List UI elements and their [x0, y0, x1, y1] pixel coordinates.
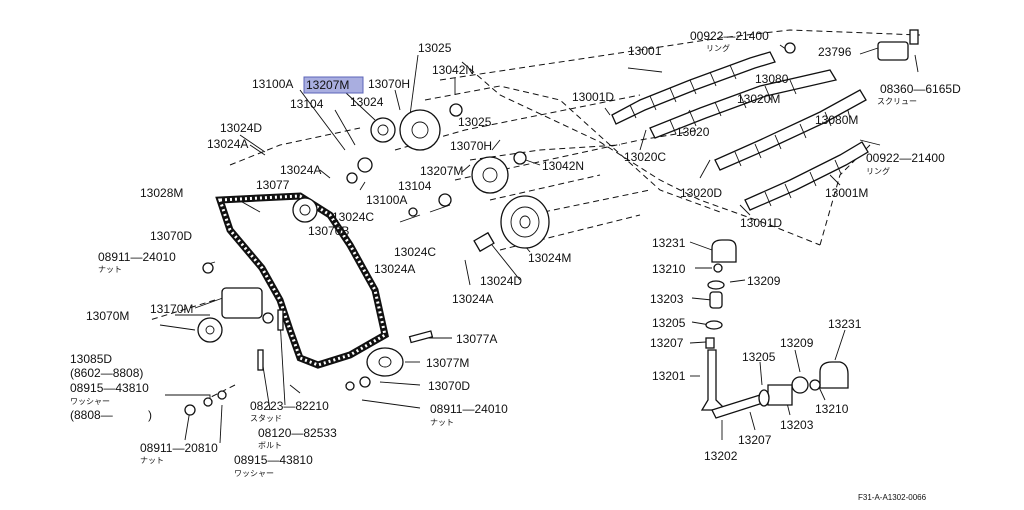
label-date-range-2: (8808—	[70, 408, 113, 422]
label-stud: スタッド	[250, 414, 282, 423]
label-13001m: 13001M	[825, 186, 868, 200]
label-13024a-d: 13024A	[452, 292, 493, 306]
label-13100a-a: 13100A	[252, 77, 293, 91]
label-13201: 13201	[652, 369, 686, 383]
label-13077a: 13077A	[456, 332, 497, 346]
label-13104-a: 13104	[290, 97, 324, 111]
label-08911-24010-a: 08911—24010	[98, 250, 176, 264]
label-13210-b: 13210	[815, 402, 849, 416]
camshaft-1	[611, 51, 776, 125]
label-08911-20810: 08911—20810	[140, 441, 218, 455]
label-08911-24010-b: 08911—24010	[430, 402, 508, 416]
label-13207-a: 13207	[650, 336, 684, 350]
label-nut-c: ナット	[140, 456, 164, 465]
label-screw: スクリュー	[877, 97, 917, 106]
label-13077m: 13077M	[426, 356, 469, 370]
label-13085d: 13085D	[70, 352, 112, 366]
label-washer-b: ワッシャー	[234, 469, 274, 478]
label-13020: 13020	[676, 125, 710, 139]
label-13024a-b: 13024A	[280, 163, 321, 177]
label-13024d-b: 13024D	[480, 274, 522, 288]
label-13028m: 13028M	[140, 186, 183, 200]
footer-code: F31-A-A1302-0066	[858, 493, 927, 502]
label-13001d-a: 13001D	[572, 90, 614, 104]
pulley-group-middle	[292, 151, 527, 223]
label-ring-b: リング	[866, 166, 890, 176]
label-nut-a: ナット	[98, 265, 122, 274]
cam-pulley-lower	[473, 195, 550, 253]
valve-train-left	[700, 239, 768, 419]
label-13001d-b: 13001D	[740, 216, 782, 230]
label-13203-a: 13203	[650, 292, 684, 306]
label-13020d: 13020D	[680, 186, 722, 200]
label-13209-a: 13209	[747, 274, 781, 288]
label-08360-6165d: 08360—6165D	[880, 82, 961, 96]
label-13020m: 13020M	[737, 92, 780, 106]
label-13001: 13001	[628, 44, 662, 58]
label-13070h-a: 13070H	[368, 77, 410, 91]
label-13024c-b: 13024C	[394, 245, 436, 259]
label-13100a-b: 13100A	[366, 193, 407, 207]
label-13210-a: 13210	[652, 262, 686, 276]
label-washer-a: ワッシャー	[70, 397, 110, 406]
label-13025-a: 13025	[418, 41, 452, 55]
label-00922-21400-a: 00922—21400	[690, 29, 769, 43]
camshaft-4	[744, 141, 869, 211]
label-ring-a: リング	[706, 43, 730, 53]
label-date-range-1: (8602—8808)	[70, 366, 143, 380]
label-13104-b: 13104	[398, 179, 432, 193]
cam-angle-sensor	[784, 29, 919, 61]
camshaft-3	[714, 89, 867, 171]
label-13070h-b: 13070H	[450, 139, 492, 153]
label-08223-82210: 08223—82210	[250, 399, 329, 413]
label-13024c-a: 13024C	[332, 210, 374, 224]
label-13231-a: 13231	[652, 236, 686, 250]
label-13070d-b: 13070D	[428, 379, 470, 393]
label-13024a-c: 13024A	[374, 262, 415, 276]
label-13042n-a: 13042N	[432, 63, 474, 77]
label-13207-b: 13207	[738, 433, 772, 447]
highlight-box	[303, 76, 364, 94]
label-08120-82533: 08120—82533	[258, 426, 337, 440]
label-13080: 13080	[755, 72, 789, 86]
label-13207m-b: 13207M	[420, 164, 463, 178]
timing-belt	[215, 192, 389, 369]
label-00922-21400-b: 00922—21400	[866, 151, 945, 165]
label-13205-b: 13205	[742, 350, 776, 364]
label-13025-b: 13025	[458, 115, 492, 129]
pulley-group-upper	[346, 103, 463, 184]
label-13170m: 13170M	[150, 302, 193, 316]
label-13024d-a: 13024D	[220, 121, 262, 135]
label-13024a-a: 13024A	[207, 137, 248, 151]
label-date-range-2-close: )	[148, 408, 152, 422]
label-13209-b: 13209	[780, 336, 814, 350]
label-08915-43810-b: 08915—43810	[234, 453, 313, 467]
label-13205-a: 13205	[652, 316, 686, 330]
label-13024: 13024	[350, 95, 384, 109]
label-bolt: ボルト	[258, 441, 282, 450]
label-13231-b: 13231	[828, 317, 862, 331]
label-13080m: 13080M	[815, 113, 858, 127]
label-13024m: 13024M	[528, 251, 571, 265]
label-13202: 13202	[704, 449, 738, 463]
tensioner-assembly	[184, 262, 434, 416]
label-13020c: 13020C	[624, 150, 666, 164]
label-13077: 13077	[256, 178, 290, 192]
part-labels: 13025 00922—21400 リング 13001 23796 13100A…	[70, 29, 961, 478]
camshaft-2	[649, 69, 838, 139]
label-13203-b: 13203	[780, 418, 814, 432]
label-13042n-b: 13042N	[542, 159, 584, 173]
label-nut-b: ナット	[430, 418, 454, 427]
label-13207m-highlighted: 13207M	[306, 78, 349, 92]
label-08915-43810-a: 08915—43810	[70, 381, 149, 395]
label-13070b: 13070B	[308, 224, 349, 238]
valve-train-right	[758, 361, 849, 407]
label-13070m: 13070M	[86, 309, 129, 323]
label-23796: 23796	[818, 45, 852, 59]
label-13070d-a: 13070D	[150, 229, 192, 243]
